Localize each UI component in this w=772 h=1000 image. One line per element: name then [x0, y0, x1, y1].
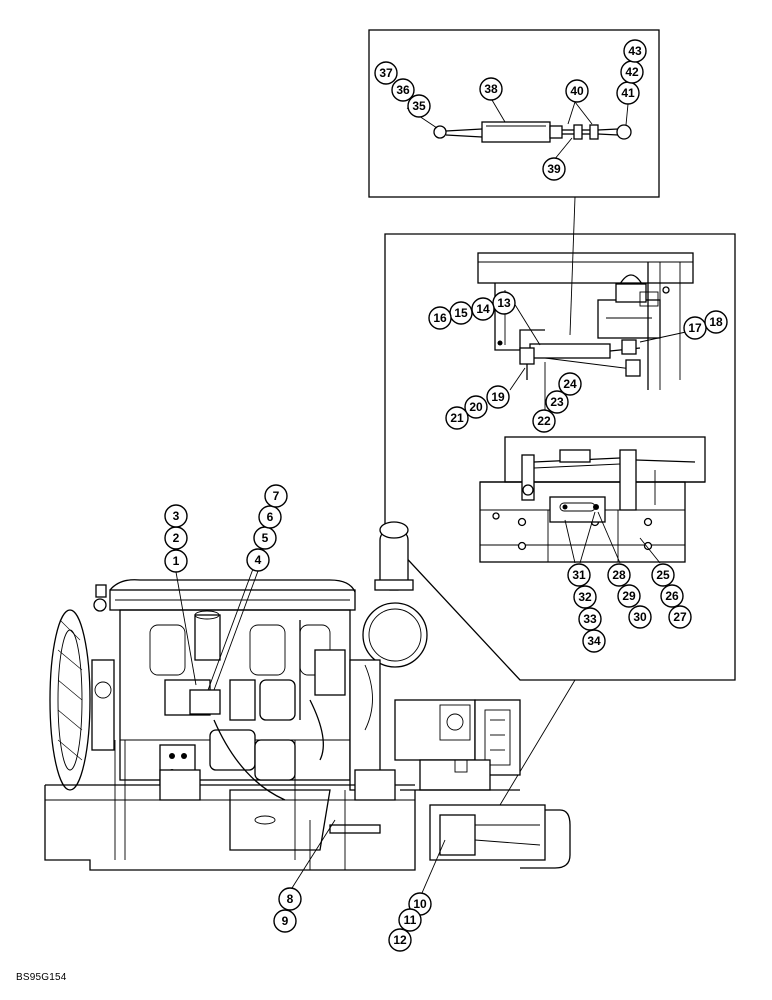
bracket-assembly-upper — [477, 252, 694, 390]
svg-text:2: 2 — [173, 531, 180, 545]
svg-text:40: 40 — [570, 84, 584, 98]
callout-37: 37 — [374, 61, 398, 85]
linkage-rod — [433, 121, 632, 143]
callout-3: 3 — [164, 504, 188, 528]
callout-2: 2 — [164, 526, 188, 550]
detail-box-linkage — [368, 29, 660, 336]
svg-text:33: 33 — [583, 612, 597, 626]
svg-text:35: 35 — [412, 99, 426, 113]
callout-27: 27 — [668, 605, 692, 629]
callout-15: 15 — [449, 301, 473, 325]
callout-26: 26 — [660, 584, 684, 608]
callout-24: 24 — [558, 372, 582, 396]
callout-8: 8 — [278, 887, 302, 911]
callout-31: 31 — [567, 563, 591, 587]
callout-38: 38 — [479, 77, 503, 101]
svg-text:20: 20 — [469, 400, 483, 414]
svg-text:22: 22 — [537, 414, 551, 428]
callout-33: 33 — [578, 607, 602, 631]
callout-32: 32 — [573, 585, 597, 609]
callout-21: 21 — [445, 406, 469, 430]
svg-text:7: 7 — [273, 489, 280, 503]
callout-34: 34 — [582, 629, 606, 653]
svg-text:34: 34 — [587, 634, 601, 648]
svg-text:15: 15 — [454, 306, 468, 320]
svg-text:5: 5 — [262, 531, 269, 545]
svg-text:3: 3 — [173, 509, 180, 523]
callout-22: 22 — [532, 409, 556, 433]
svg-text:16: 16 — [433, 311, 447, 325]
callout-23: 23 — [545, 390, 569, 414]
svg-text:10: 10 — [413, 897, 427, 911]
svg-text:17: 17 — [688, 321, 702, 335]
svg-text:18: 18 — [709, 315, 723, 329]
bracket-assembly-lower — [479, 436, 706, 563]
callout-40: 40 — [565, 79, 589, 103]
svg-text:23: 23 — [550, 395, 564, 409]
svg-text:32: 32 — [578, 590, 592, 604]
svg-text:25: 25 — [656, 568, 670, 582]
svg-text:1: 1 — [173, 554, 180, 568]
callout-5: 5 — [253, 526, 277, 550]
svg-text:11: 11 — [404, 913, 417, 927]
svg-text:30: 30 — [633, 610, 647, 624]
callout-4: 4 — [246, 548, 270, 572]
callout-19: 19 — [486, 385, 510, 409]
svg-text:8: 8 — [287, 892, 294, 906]
callout-41: 41 — [616, 81, 640, 105]
main-leaders — [175, 506, 446, 894]
svg-text:43: 43 — [628, 44, 642, 58]
callout-18: 18 — [704, 310, 728, 334]
svg-text:14: 14 — [476, 302, 490, 316]
callout-1: 1 — [164, 549, 188, 573]
svg-text:38: 38 — [484, 82, 498, 96]
svg-text:29: 29 — [622, 589, 636, 603]
callout-7: 7 — [264, 484, 288, 508]
callout-39: 39 — [542, 157, 566, 181]
callout-43: 43 — [623, 39, 647, 63]
callout-14: 14 — [471, 297, 495, 321]
svg-text:4: 4 — [255, 553, 262, 567]
engine-assembly — [44, 521, 571, 871]
svg-text:19: 19 — [491, 390, 505, 404]
svg-text:9: 9 — [282, 914, 289, 928]
callout-13: 13 — [492, 291, 516, 315]
svg-text:27: 27 — [673, 610, 687, 624]
callout-12: 12 — [388, 928, 412, 952]
svg-text:37: 37 — [379, 66, 393, 80]
svg-text:26: 26 — [665, 589, 679, 603]
figure-id-code: BS95G154 — [16, 972, 67, 983]
callout-36: 36 — [391, 78, 415, 102]
svg-text:42: 42 — [625, 65, 639, 79]
callout-29: 29 — [617, 584, 641, 608]
callout-20: 20 — [464, 395, 488, 419]
callout-9: 9 — [273, 909, 297, 933]
callout-6: 6 — [258, 505, 282, 529]
svg-text:41: 41 — [621, 86, 635, 100]
callout-30: 30 — [628, 605, 652, 629]
callout-28: 28 — [607, 563, 631, 587]
svg-text:6: 6 — [267, 510, 274, 524]
callout-16: 16 — [428, 306, 452, 330]
svg-text:24: 24 — [563, 377, 577, 391]
svg-text:13: 13 — [497, 296, 511, 310]
svg-text:39: 39 — [547, 162, 561, 176]
callout-11: 11 — [398, 908, 422, 932]
callout-17: 17 — [683, 316, 707, 340]
svg-text:21: 21 — [450, 411, 464, 425]
svg-text:28: 28 — [612, 568, 626, 582]
svg-text:31: 31 — [572, 568, 586, 582]
svg-text:36: 36 — [396, 83, 410, 97]
svg-text:12: 12 — [393, 933, 407, 947]
callout-42: 42 — [620, 60, 644, 84]
callout-35: 35 — [407, 94, 431, 118]
callout-25: 25 — [651, 563, 675, 587]
